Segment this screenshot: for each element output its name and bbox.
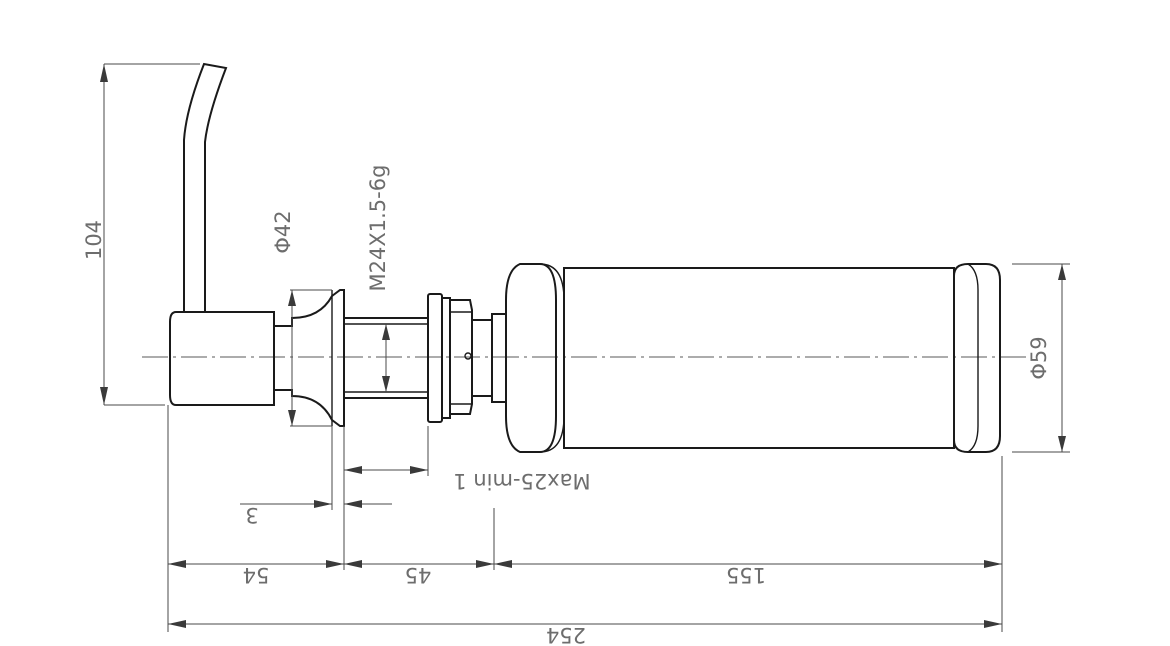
dim-shank-length-label: 45 — [405, 563, 432, 587]
dim-thread-label: M24X1.5-6g — [366, 165, 390, 292]
pump-head — [169, 311, 275, 406]
bottle-cap-end — [505, 263, 557, 453]
dim-counter-thickness-label: Max25-min 1 — [453, 469, 590, 493]
bottle-body — [563, 267, 955, 449]
dim-overall-length-label: 254 — [546, 623, 586, 646]
dispenser-outline — [169, 62, 1001, 453]
dim-head-diameter-label: Φ42 — [271, 210, 295, 253]
dim-bottle-length-label: 155 — [726, 563, 766, 587]
fixing-nut — [427, 293, 443, 423]
connector — [471, 319, 493, 397]
dimension-lines — [100, 63, 1070, 632]
dim-height-label: 104 — [82, 220, 106, 260]
spout-tube — [183, 62, 228, 312]
dim-gap-label: 3 — [245, 503, 258, 527]
bottle-rear-end — [953, 263, 1001, 453]
dim-head-length-label: 54 — [243, 563, 270, 587]
pump-neck — [274, 289, 345, 427]
dim-bottle-diameter-label: Φ59 — [1027, 336, 1051, 379]
